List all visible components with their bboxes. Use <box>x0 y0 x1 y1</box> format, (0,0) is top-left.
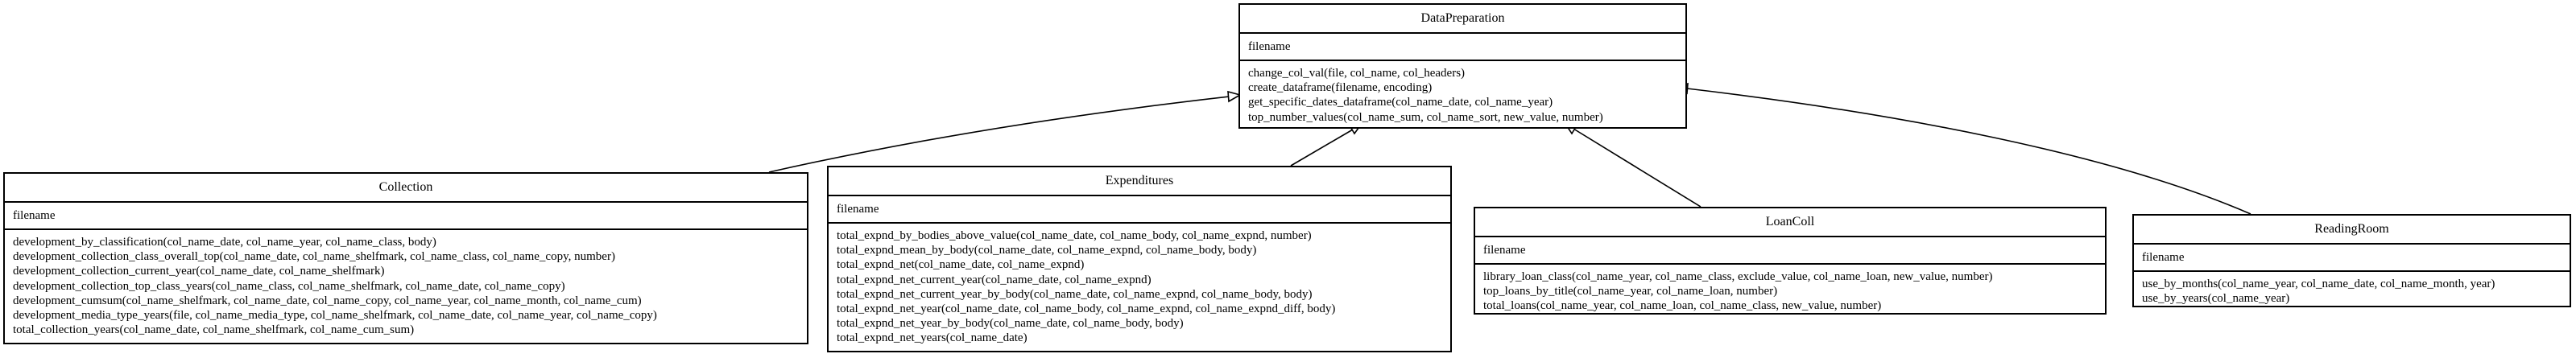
method: total_collection_years(col_name_date, co… <box>13 323 415 337</box>
class-name: Collection <box>5 174 807 203</box>
edge-loancoll-to-datapreparation <box>1573 128 1701 208</box>
attribute-list: filename <box>5 203 807 230</box>
method: development_cumsum(col_name_shelfmark, c… <box>13 294 642 307</box>
method: total_expnd_by_bodies_above_value(col_na… <box>837 229 1312 242</box>
method: top_loans_by_title(col_name_year, col_na… <box>1483 285 1778 298</box>
attribute: filename <box>1483 244 1526 257</box>
method-list: development_by_classification(col_name_d… <box>5 230 807 342</box>
class-name: LoanColl <box>1475 208 2105 237</box>
method-list: use_by_months(col_name_year, col_name_da… <box>2134 272 2570 311</box>
attribute-list: filename <box>2134 245 2570 272</box>
class-name: ReadingRoom <box>2134 216 2570 245</box>
method-list: change_col_val(file, col_name, col_heade… <box>1240 61 1685 130</box>
class-name: DataPreparation <box>1240 5 1685 34</box>
method: use_by_months(col_name_year, col_name_da… <box>2142 278 2495 290</box>
method: development_by_classification(col_name_d… <box>13 236 436 249</box>
class-collection: Collection filename development_by_class… <box>3 172 808 344</box>
class-datapreparation: DataPreparation filename change_col_val(… <box>1238 3 1687 129</box>
class-expenditures: Expenditures filename total_expnd_by_bod… <box>827 166 1452 352</box>
attribute: filename <box>13 209 56 222</box>
method: development_collection_top_class_years(c… <box>13 279 565 293</box>
method: total_expnd_net_year(col_name_date, col_… <box>837 302 1336 316</box>
method: create_dataframe(filename, encoding) <box>1248 81 1433 95</box>
method: total_expnd_mean_by_body(col_name_date, … <box>837 244 1257 257</box>
method: get_specific_dates_dataframe(col_name_da… <box>1248 96 1553 109</box>
method-list: library_loan_class(col_name_year, col_na… <box>1475 265 2105 319</box>
attribute-list: filename <box>1240 34 1685 61</box>
class-readingroom: ReadingRoom filename use_by_months(col_n… <box>2132 214 2571 307</box>
method: total_expnd_net_years(col_name_date) <box>837 331 1028 345</box>
edge-collection-to-datapreparation <box>768 96 1230 173</box>
method: use_by_years(col_name_year) <box>2142 292 2290 306</box>
method: change_col_val(file, col_name, col_heade… <box>1248 67 1466 80</box>
method: library_loan_class(col_name_year, col_na… <box>1483 270 1993 283</box>
generalization-arrowhead <box>1227 90 1243 103</box>
method: development_collection_class_overall_top… <box>13 250 615 264</box>
attribute-list: filename <box>829 196 1450 224</box>
attribute: filename <box>837 203 879 216</box>
class-name: Expenditures <box>829 167 1450 196</box>
attribute-list: filename <box>1475 237 2105 265</box>
attribute: filename <box>2142 251 2185 264</box>
edge-expenditures-to-datapreparation <box>1290 129 1354 167</box>
method-list: total_expnd_by_bodies_above_value(col_na… <box>829 224 1450 351</box>
method: total_loans(col_name_year, col_name_loan… <box>1483 299 1882 313</box>
method: total_expnd_net_current_year_by_body(col… <box>837 287 1313 301</box>
method: top_number_values(col_name_sum, col_name… <box>1248 110 1603 124</box>
method: development_media_type_years(file, col_n… <box>13 309 657 323</box>
method: total_expnd_net_current_year(col_name_da… <box>837 273 1152 286</box>
attribute: filename <box>1248 40 1291 53</box>
method: development_collection_current_year(col_… <box>13 265 385 278</box>
method: total_expnd_net(col_name_date, col_name_… <box>837 258 1085 272</box>
edge-readingroom-to-datapreparation <box>1686 88 2251 215</box>
method: total_expnd_net_year_by_body(col_name_da… <box>837 317 1184 331</box>
class-loancoll: LoanColl filename library_loan_class(col… <box>1474 207 2107 315</box>
